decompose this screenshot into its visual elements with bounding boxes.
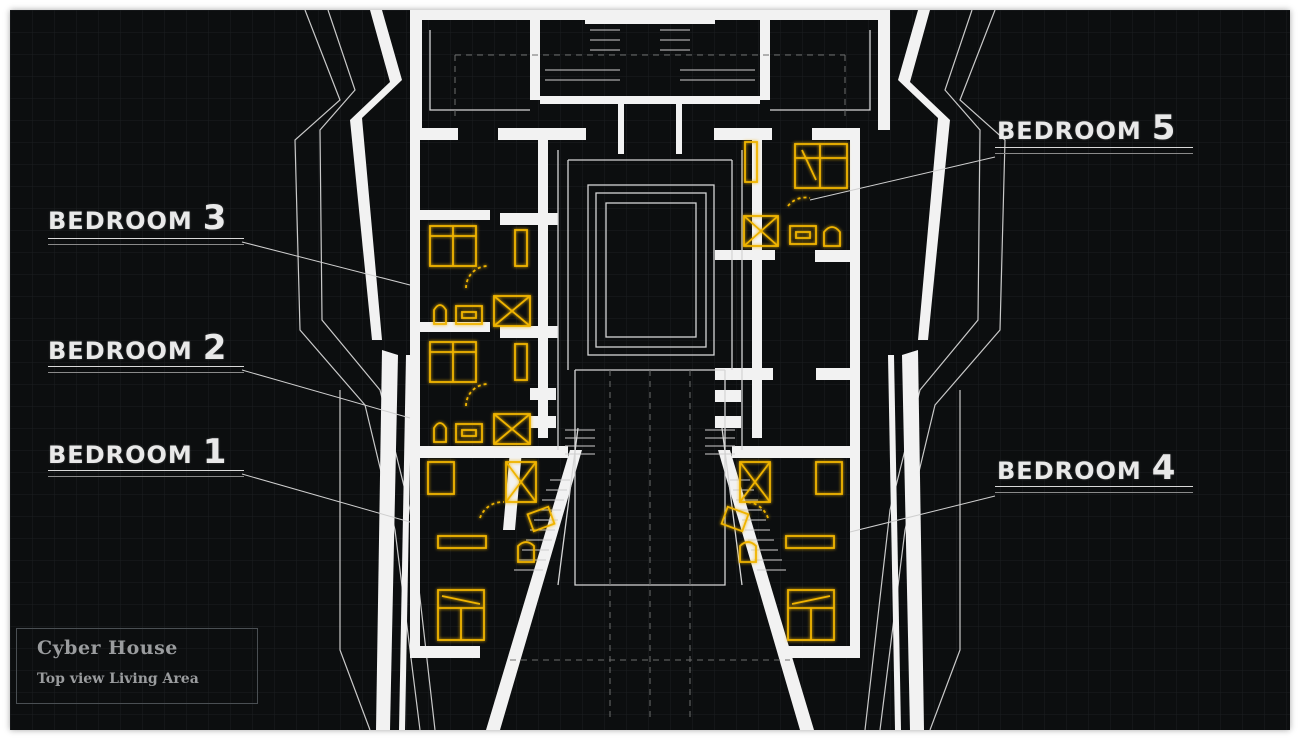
furniture xyxy=(427,141,848,641)
label-bedroom-2-number: 2 xyxy=(202,328,228,368)
caption-box: Cyber House Top view Living Area xyxy=(16,628,258,704)
label-bedroom-2: BEDROOM 2 xyxy=(48,328,227,368)
floor-plan-frame: BEDROOM 3 BEDROOM 2 BEDROOM 1 BEDROOM 5 BEDR… xyxy=(10,10,1290,730)
label-bedroom-4-number: 4 xyxy=(1151,448,1177,488)
label-bedroom-5-word: BEDROOM xyxy=(997,117,1142,145)
leader-lines xyxy=(241,156,996,533)
floor-plan xyxy=(10,10,1290,730)
label-bedroom-2-word: BEDROOM xyxy=(48,337,193,365)
hull-walls xyxy=(350,10,950,730)
label-bedroom-5: BEDROOM 5 xyxy=(997,108,1176,148)
label-bedroom-3: BEDROOM 3 xyxy=(48,198,227,238)
dashed-guides xyxy=(454,54,846,720)
caption-subtitle: Top view Living Area xyxy=(37,671,199,687)
label-bedroom-1: BEDROOM 1 xyxy=(48,432,227,472)
label-bedroom-1-word: BEDROOM xyxy=(48,441,193,469)
caption-title: Cyber House xyxy=(37,637,178,659)
label-bedroom-1-number: 1 xyxy=(202,432,228,472)
label-bedroom-4: BEDROOM 4 xyxy=(997,448,1176,488)
label-bedroom-4-word: BEDROOM xyxy=(997,457,1142,485)
label-bedroom-3-number: 3 xyxy=(202,198,228,238)
label-bedroom-3-word: BEDROOM xyxy=(48,207,193,235)
label-bedroom-5-number: 5 xyxy=(1151,108,1177,148)
